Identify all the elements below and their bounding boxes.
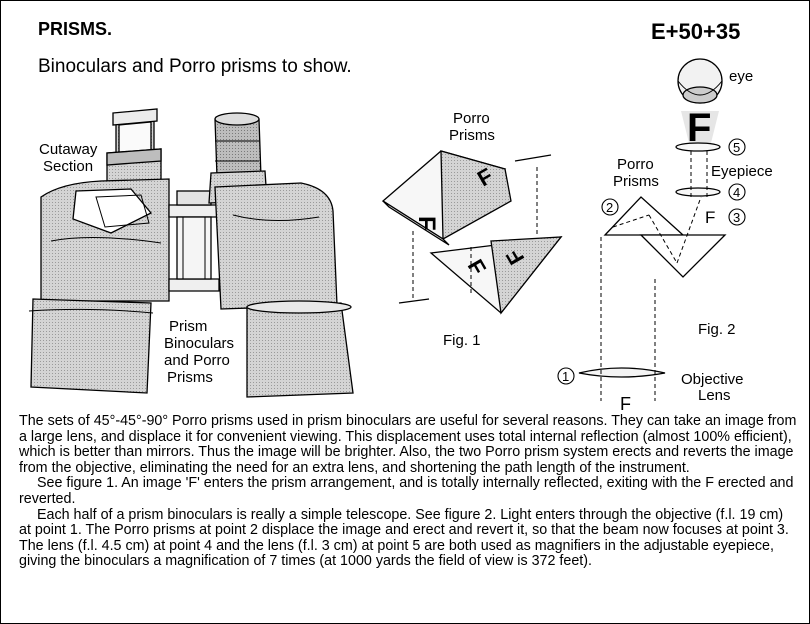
fig2-porro-label-line1: Porro [617,156,654,173]
description-text: The sets of 45°-45°-90° Porro prisms use… [19,413,799,570]
fig2-caption: Fig. 2 [698,321,736,338]
point-marker-2: 2 [601,198,619,216]
point-marker-3: 3 [728,208,746,226]
point-marker-4: 4 [728,183,746,201]
prism-binoculars-label-line3: and Porro [164,352,230,369]
cutaway-label-line1: Cutaway [39,141,98,158]
fig1-label-line2: Prisms [449,127,495,144]
point-marker-5: 5 [728,138,746,156]
page-subtitle: Binoculars and Porro prisms to show. [38,56,352,77]
fig2-big-f: F [687,106,711,150]
illustration: Cutaway Section Prism Binoculars and Por… [28,58,773,411]
paragraph-3: Each half of a prism binoculars is reall… [19,506,789,570]
fig2-objective-label-line2: Lens [698,387,731,404]
fig2-porro-label-line2: Prisms [613,173,659,190]
svg-text:3: 3 [733,210,740,225]
paragraph-1: The sets of 45°-45°-90° Porro prisms use… [19,413,797,476]
cutaway-label-line2: Section [43,158,93,175]
svg-text:4: 4 [733,185,740,200]
fig2-eye-label: eye [729,68,753,85]
fig2-objective-label-line1: Objective [681,371,744,388]
fig1-glyph-a: F [413,216,440,231]
fig2-telescope [578,58,727,401]
fig2-f-label: F [705,208,715,227]
point-marker-1: 1 [557,367,575,385]
svg-text:1: 1 [562,369,569,384]
fig1-prisms [381,150,563,315]
prism-binoculars-label-line4: Prisms [167,369,213,386]
prism-binoculars-label-line1: Prism [169,318,207,335]
fig1-caption: Fig. 1 [443,332,481,349]
fig2-bottom-f: F [620,394,631,411]
catalog-code: E+50+35 [651,19,741,44]
binoculars-drawing [28,108,354,398]
svg-text:2: 2 [606,200,613,215]
fig2-eyepiece-label: Eyepiece [711,163,773,180]
svg-text:5: 5 [733,140,740,155]
page-title: PRISMS. [38,19,113,39]
paragraph-2: See figure 1. An image 'F' enters the pr… [19,475,794,507]
fig1-label-line1: Porro [453,110,490,127]
prism-binoculars-label-line2: Binoculars [164,335,234,352]
